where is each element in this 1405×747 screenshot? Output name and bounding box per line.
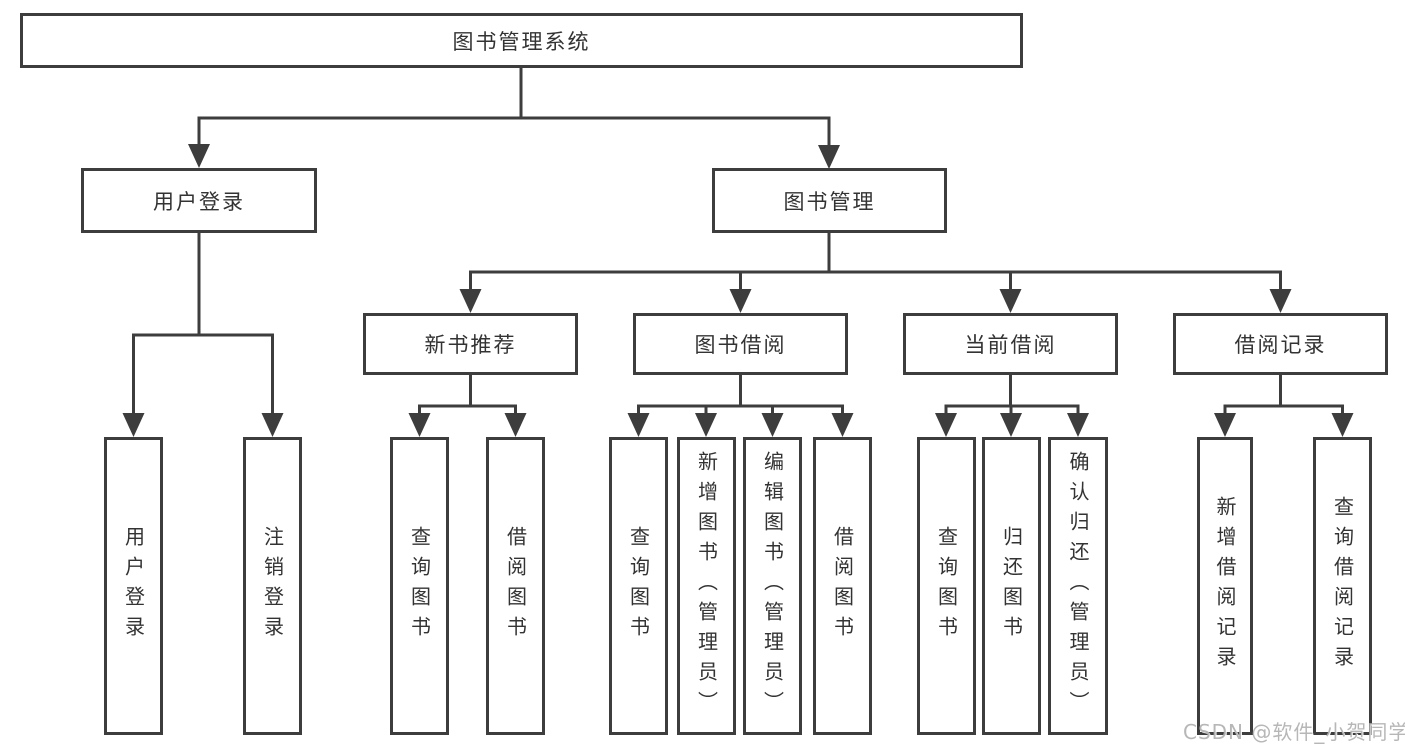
node-new-book-recommend: 新书推荐 (363, 313, 578, 375)
node-label: 图书借阅 (694, 333, 787, 357)
node-current-borrowing: 当前借阅 (903, 313, 1118, 375)
leaf-add-books-admin: 新增图书（管理员） (677, 437, 736, 735)
node-label: 图书管理系统 (452, 29, 591, 54)
watermark: CSDN @软件_小贺同学 (1183, 720, 1405, 744)
leaf-label: 查询借阅记录 (1330, 496, 1355, 676)
leaf-add-borrow-record: 新增借阅记录 (1197, 437, 1253, 735)
leaf-label: 新增图书（管理员） (694, 451, 719, 721)
leaf-label: 归还图书 (999, 526, 1024, 646)
leaf-label: 用户登录 (121, 526, 146, 646)
node-borrow-records: 借阅记录 (1173, 313, 1388, 375)
leaf-return-books: 归还图书 (982, 437, 1041, 735)
leaf-query-books-borrowing: 查询图书 (609, 437, 668, 735)
leaf-user-login: 用户登录 (104, 437, 163, 735)
leaf-edit-books-admin: 编辑图书（管理员） (743, 437, 802, 735)
leaf-borrow-books-recommend: 借阅图书 (486, 437, 545, 735)
leaf-label: 注销登录 (260, 526, 285, 646)
node-book-management: 图书管理 (712, 168, 947, 233)
leaf-label: 查询图书 (626, 526, 651, 646)
node-library-management-system: 图书管理系统 (20, 13, 1023, 68)
node-label: 用户登录 (153, 189, 245, 214)
leaf-label: 查询图书 (407, 526, 432, 646)
leaf-query-books-recommend: 查询图书 (390, 437, 449, 735)
node-label: 借阅记录 (1234, 333, 1327, 357)
node-user-login: 用户登录 (81, 168, 317, 233)
leaf-borrow-books: 借阅图书 (813, 437, 872, 735)
leaf-label: 借阅图书 (503, 526, 528, 646)
node-label: 当前借阅 (964, 333, 1057, 357)
node-book-borrowing: 图书借阅 (633, 313, 848, 375)
node-label: 新书推荐 (424, 333, 517, 357)
leaf-label: 借阅图书 (830, 526, 855, 646)
leaf-label: 查询图书 (934, 526, 959, 646)
node-label: 图书管理 (783, 189, 876, 214)
leaf-query-borrow-record: 查询借阅记录 (1313, 437, 1372, 735)
leaf-label: 确认归还（管理员） (1066, 451, 1090, 721)
leaf-query-books-current: 查询图书 (917, 437, 976, 735)
leaf-confirm-return-admin: 确认归还（管理员） (1048, 437, 1108, 735)
leaf-logout: 注销登录 (243, 437, 302, 735)
leaf-label: 新增借阅记录 (1213, 496, 1237, 676)
leaf-label: 编辑图书（管理员） (760, 451, 785, 721)
